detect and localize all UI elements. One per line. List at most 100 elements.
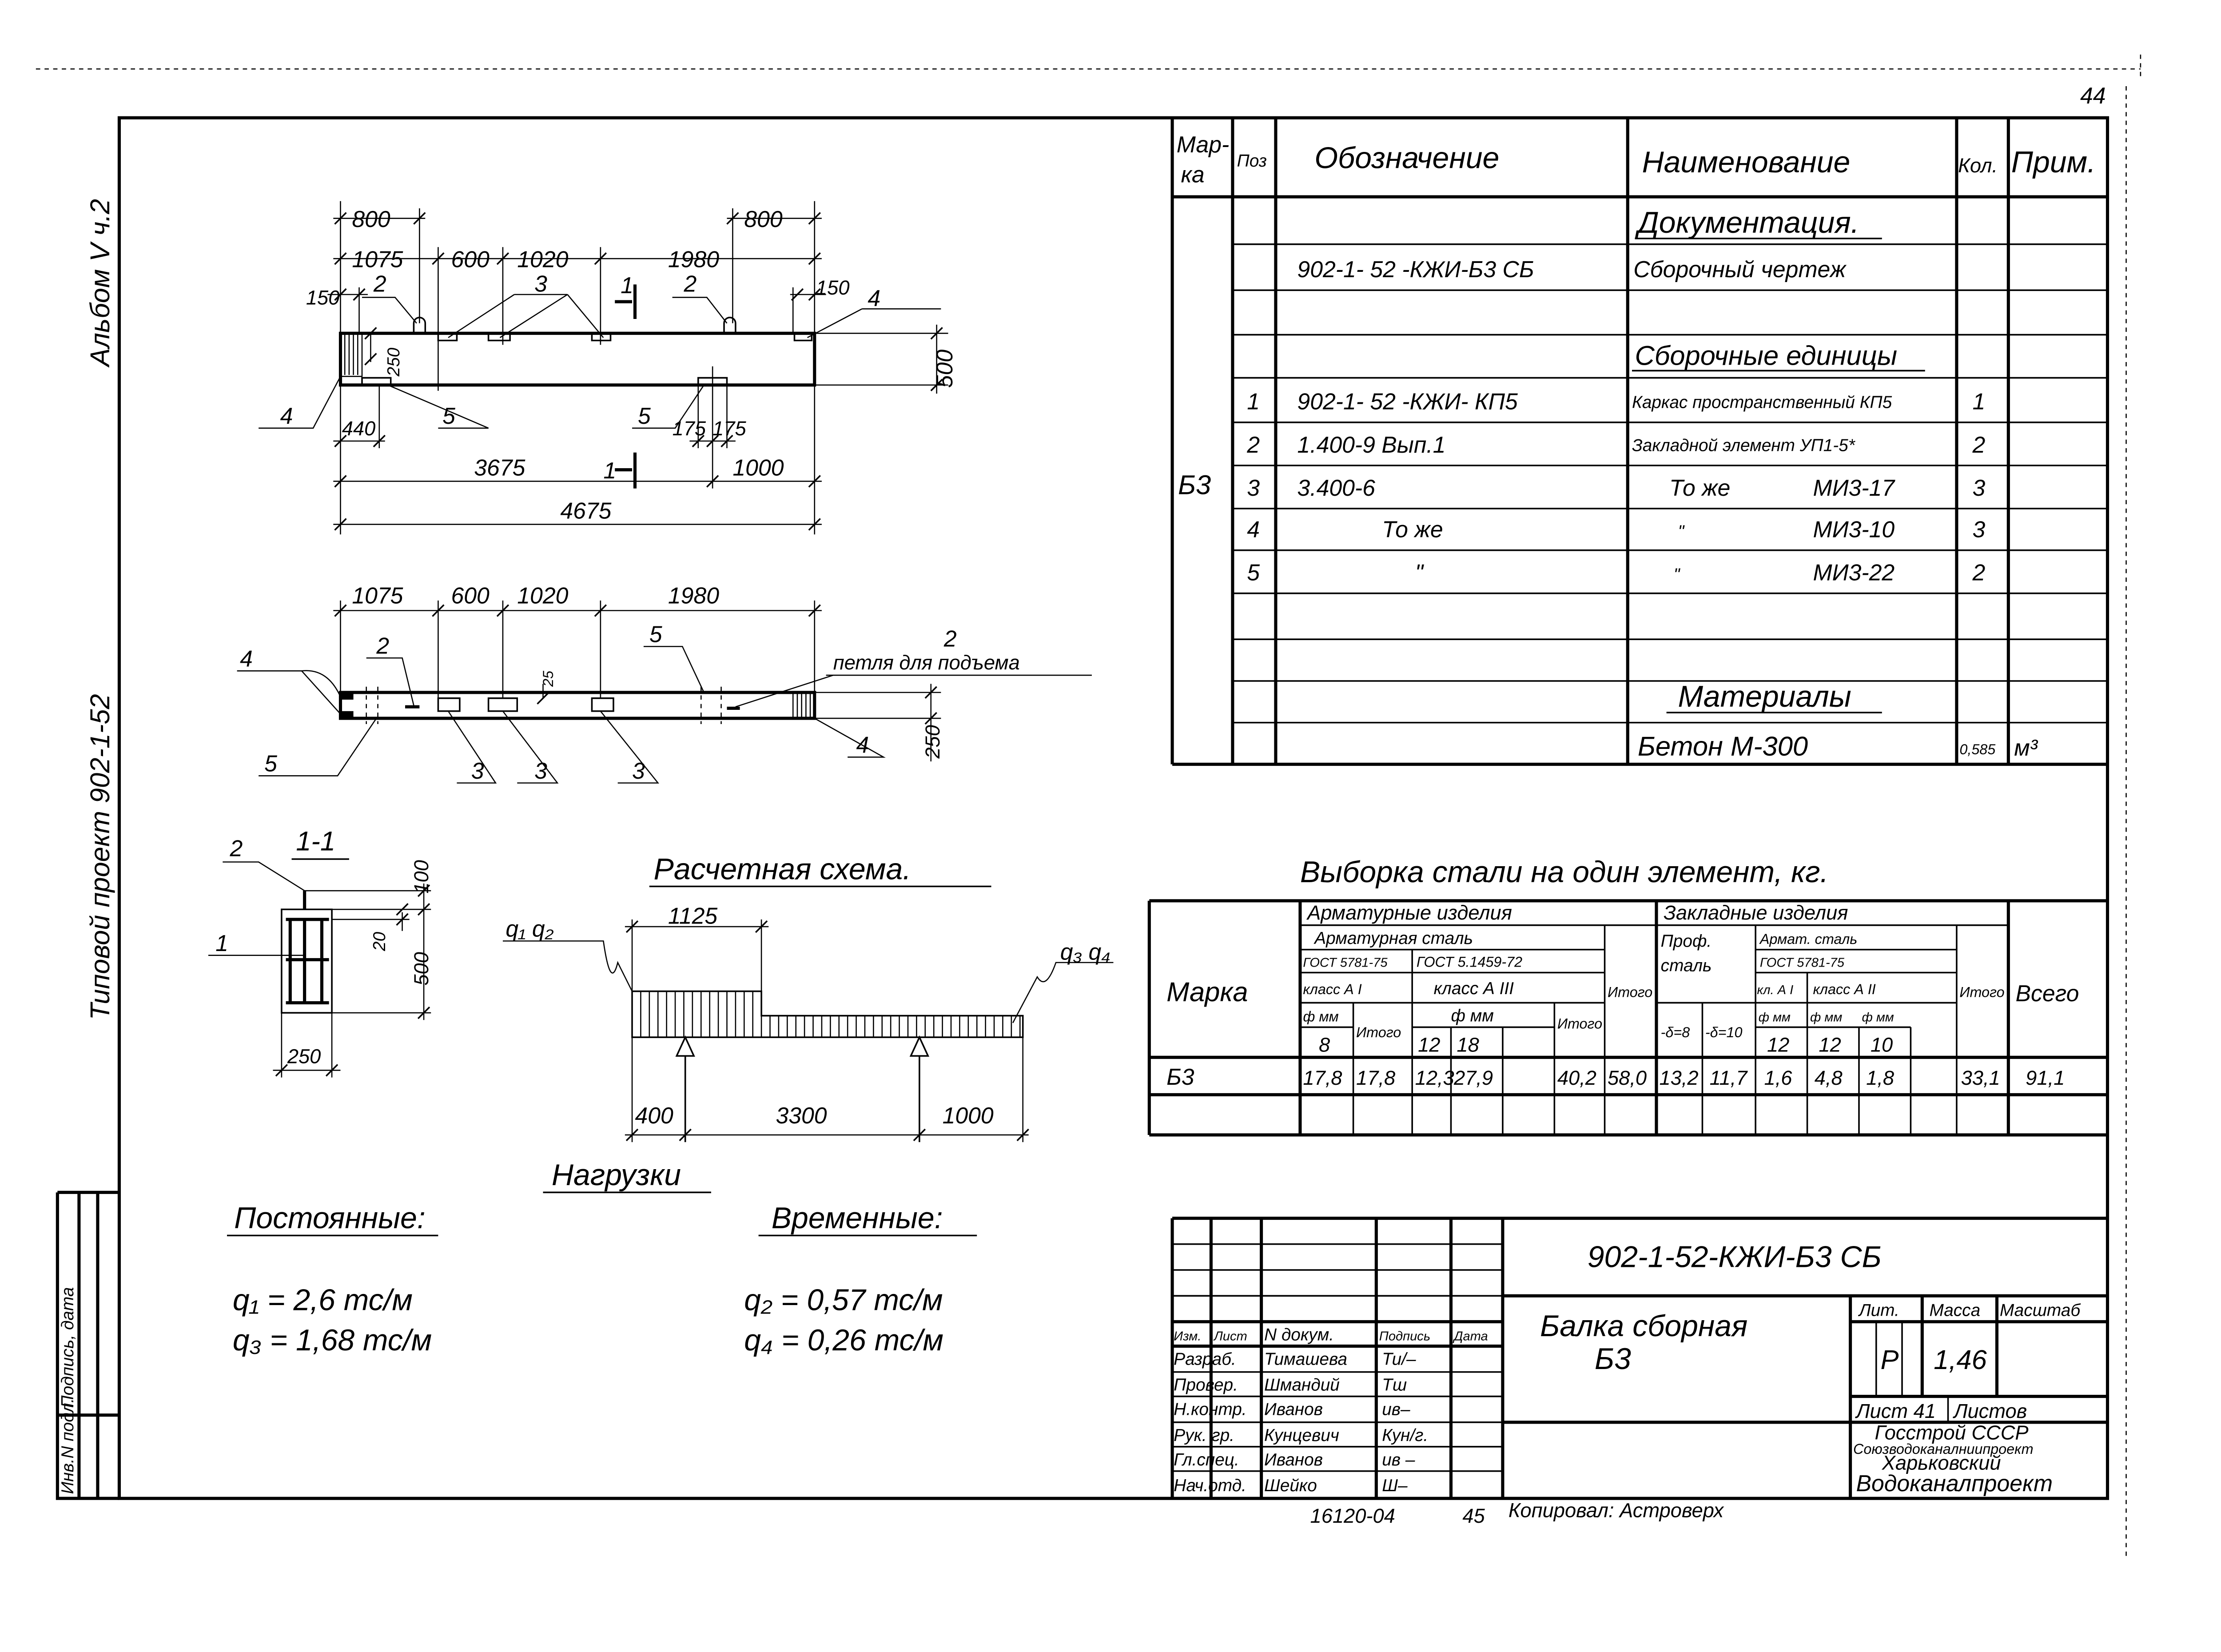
- plan-dimension-lines: [333, 610, 932, 762]
- beam-elevation: 800 800 1075 600 1020 1980 150 150 500 2…: [259, 201, 957, 535]
- org-line-4: Водоканалпроект: [1856, 1470, 2053, 1496]
- steel-h-dia: ф мм: [1759, 1010, 1791, 1024]
- steel-h-dia: ф мм: [1303, 1008, 1338, 1024]
- callout-2: 2: [373, 271, 386, 297]
- section-mark-label: 1: [603, 458, 616, 483]
- col-sign: Подпись: [1379, 1329, 1430, 1343]
- plan-leaders: [237, 646, 1092, 784]
- steel-table-title: Выборка стали на один элемент, кг.: [1300, 856, 1829, 889]
- load-q2: q₂ = 0,57 тс/м: [744, 1284, 943, 1317]
- steel-table-grid: [1300, 924, 2009, 1135]
- spec-row: 5 " " МИ3-22 2: [1247, 560, 1985, 585]
- drawing-frame: [117, 116, 2110, 1500]
- spec-row-qty: 2: [1972, 560, 1985, 585]
- end-hatch: [792, 692, 811, 719]
- header-mark-2: ка: [1181, 162, 1204, 187]
- steel-h-total: Итого: [1557, 1016, 1602, 1032]
- steel-h-dia: ф мм: [1451, 1006, 1493, 1025]
- load-hatch: [640, 991, 1021, 1038]
- header-note: Прим.: [2011, 146, 2096, 179]
- steel-table-frame: [1147, 899, 2108, 1137]
- support-left: [675, 1035, 695, 1142]
- sheet-label: Лист 41: [1855, 1400, 1936, 1422]
- steel-cell: 11,7: [1710, 1067, 1748, 1089]
- spec-row-designation: 3.400-6: [1297, 475, 1375, 501]
- signatory-signature: Тш: [1382, 1376, 1407, 1395]
- spec-row-qty: 3: [1972, 475, 1985, 501]
- copied-by: Копировал: Астроверх: [1509, 1499, 1724, 1521]
- spec-row-name: ": [1678, 522, 1685, 541]
- load-leaders: [502, 940, 1114, 1023]
- dim-1020: 1020: [517, 582, 568, 608]
- header-designation: Обозначение: [1314, 141, 1499, 175]
- steel-h-delta8: -δ=8: [1661, 1024, 1690, 1040]
- spec-row-pos: 1: [1247, 389, 1260, 414]
- steel-row-mark: Б3: [1166, 1064, 1194, 1090]
- load-label-q1-q2: q₁ q₂: [505, 916, 553, 942]
- header-mark-1: Мар-: [1177, 131, 1229, 157]
- plan-extension-lines: [340, 600, 941, 719]
- stamp-sign-label: Подпись, дата: [58, 1287, 77, 1408]
- signatory-name: Шейко: [1264, 1476, 1317, 1495]
- lit-label: Лит.: [1858, 1301, 1899, 1320]
- steel-dia: 12: [1819, 1033, 1841, 1056]
- header-qty: Кол.: [1958, 154, 1998, 177]
- dim-600: 600: [451, 582, 490, 608]
- cage-rebars: [286, 891, 329, 1004]
- sheets-label: Листов: [1952, 1400, 2027, 1422]
- dim-3675: 3675: [474, 455, 525, 481]
- signatory-role: Разраб.: [1174, 1349, 1236, 1369]
- load-q3: q₃ = 1,68 тс/м: [233, 1324, 432, 1357]
- sheet-format: 45: [1462, 1505, 1485, 1527]
- callout-2: 2: [683, 271, 697, 297]
- callout-5: 5: [264, 751, 277, 776]
- signatory-name: Кунцевич: [1264, 1426, 1339, 1445]
- spec-table-grid-rows: [1232, 243, 2108, 724]
- signatory-role: Гл.спец.: [1174, 1450, 1239, 1469]
- dimension-ticks: [334, 604, 937, 725]
- section-materials: Материалы: [1678, 680, 1851, 713]
- col-date: Дата: [1453, 1329, 1488, 1343]
- steel-cell: 12,3: [1415, 1067, 1454, 1089]
- dim-1980: 1980: [668, 582, 719, 608]
- signatory-row: Гл.спец. Иванов ив –: [1174, 1450, 1415, 1469]
- left-margin: Альбом V ч.2 Типовой проект 902-1-52 Инв…: [56, 199, 119, 1500]
- beam-plan: 1075 600 1020 1980 25 250 4 2 5 2 петля …: [237, 582, 1092, 784]
- steel-dia: 18: [1457, 1033, 1479, 1056]
- signatory-role: Рук. гр.: [1174, 1426, 1234, 1445]
- steel-cell: 91,1: [2026, 1067, 2065, 1089]
- steel-h-dia: ф мм: [1862, 1010, 1894, 1024]
- steel-table: Выборка стали на один элемент, кг. Марка…: [1147, 856, 2108, 1137]
- steel-h-total: Итого: [1356, 1024, 1401, 1040]
- steel-h-kl-a1: кл. А I: [1757, 983, 1793, 997]
- load-q1: q₁ = 2,6 тс/м: [233, 1284, 413, 1317]
- signatory-row: Провер. Шмандий Тш: [1174, 1376, 1407, 1395]
- dim-400: 400: [635, 1103, 673, 1128]
- signatory-name: Шмандий: [1264, 1376, 1340, 1395]
- spec-row-name2: МИ3-17: [1813, 475, 1895, 501]
- callout-leaders: [259, 294, 941, 429]
- signatory-name: Иванов: [1264, 1450, 1323, 1469]
- steel-h-gost-b: ГОСТ 5.1459-72: [1417, 954, 1522, 970]
- signatory-role: Н.контр.: [1174, 1400, 1246, 1419]
- support-right: [909, 1035, 930, 1142]
- steel-cell: 17,8: [1303, 1067, 1342, 1089]
- section-dims: [273, 883, 431, 1078]
- calculation-scheme: Расчетная схема. q₁ q₂ q₃ q₄ 1125 400 33…: [502, 852, 1114, 1142]
- material-unit: м³: [2014, 735, 2038, 760]
- project-label: Типовой проект 902-1-52: [85, 694, 115, 1020]
- lit-value: Р: [1880, 1345, 1899, 1375]
- steel-cell: 27,9: [1453, 1067, 1493, 1089]
- signatory-row: Рук. гр. Кунцевич Кун/г.: [1174, 1426, 1428, 1445]
- steel-h-rebar-products: Арматурные изделия: [1306, 901, 1512, 924]
- steel-cell: 1,6: [1764, 1067, 1793, 1089]
- steel-h-dia: ф мм: [1810, 1010, 1842, 1024]
- title-block-frame: [1170, 1216, 2108, 1499]
- spec-row-name: Закладной элемент УП1-5*: [1632, 436, 1856, 455]
- steel-h-gost-a: ГОСТ 5781-75: [1303, 956, 1388, 970]
- embedded-plates-top: [437, 333, 813, 342]
- dim-250: 250: [384, 347, 403, 377]
- steel-cell: 58,0: [1608, 1067, 1647, 1089]
- signatory-row: Разраб. Тимашева Ти/–: [1174, 1349, 1416, 1369]
- dim-150-left: 150: [306, 287, 340, 309]
